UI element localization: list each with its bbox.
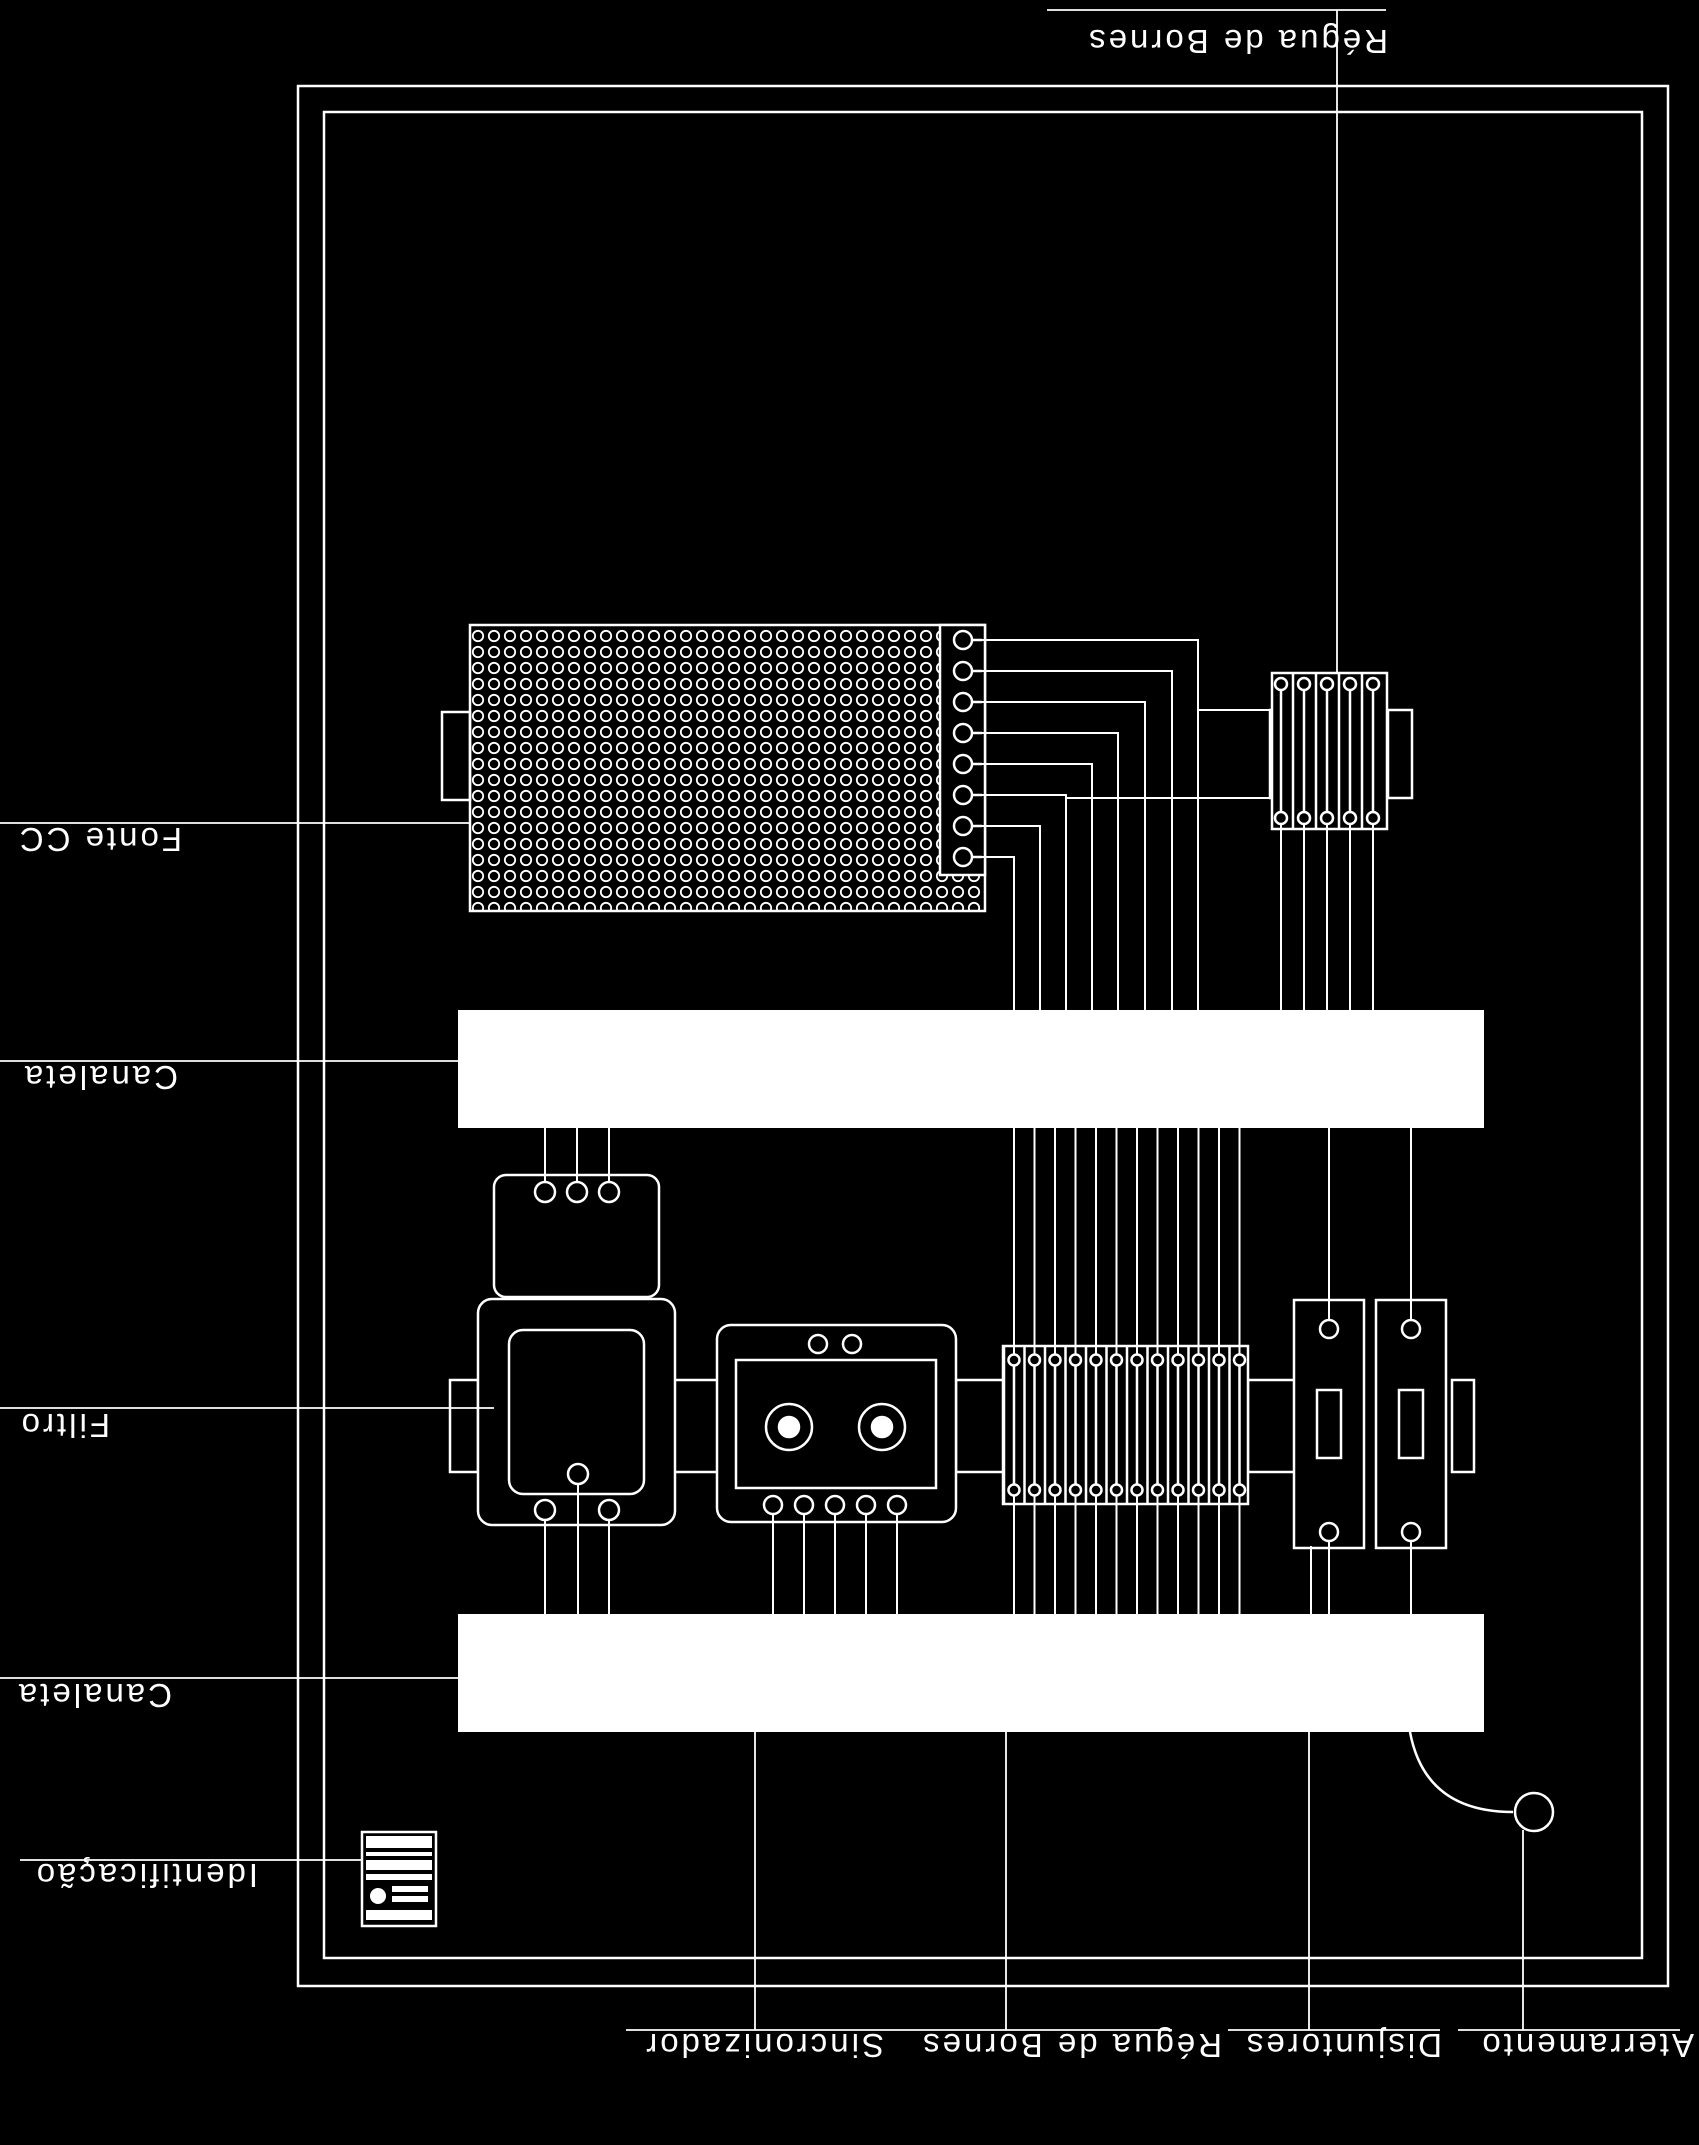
- label-canaleta-upper: Canaleta: [22, 1059, 178, 1096]
- cabinet-inner-frame: [322, 110, 1644, 1960]
- label-sincronizador: Sincronizador: [643, 2027, 884, 2064]
- terminal-top-screw: [1150, 1353, 1165, 1367]
- terminal-top-screw: [1232, 1353, 1247, 1367]
- terminal-bottom-screw: [1191, 1483, 1206, 1497]
- label-regua-bornes-top: Régua de Bornes: [1086, 23, 1388, 60]
- terminal-top-screw: [1212, 1353, 1226, 1367]
- aterramento-ground: [1408, 1731, 1555, 1833]
- label-regua-bornes-bottom: Régua de Bornes: [920, 2027, 1222, 2064]
- terminal-top-screw: [1027, 1353, 1042, 1367]
- terminal-block-middle: [1001, 1344, 1298, 1506]
- canaleta-upper: [458, 1010, 1484, 1128]
- terminal-bottom-screw: [1048, 1483, 1062, 1497]
- terminal-top-screw: [1007, 1353, 1021, 1367]
- canaleta-lower: [458, 1614, 1484, 1732]
- terminal-bottom-screw: [1212, 1483, 1226, 1497]
- terminal-bottom-screw: [1007, 1483, 1021, 1497]
- terminal-bottom-screw: [1130, 1483, 1144, 1497]
- terminal-bottom-screw: [1068, 1483, 1083, 1497]
- terminal-top-screw: [1109, 1353, 1124, 1367]
- label-canaleta-lower: Canaleta: [16, 1677, 172, 1714]
- terminal-top-screw: [1130, 1353, 1144, 1367]
- filtro-filter: [448, 1173, 720, 1527]
- wiring: [544, 639, 1412, 1614]
- label-identificacao: Identificação: [34, 1857, 258, 1894]
- terminal-top-screw: [1048, 1353, 1062, 1367]
- label-filtro: Filtro: [19, 1407, 110, 1444]
- label-disjuntores: Disjuntores: [1244, 2027, 1442, 2064]
- label-fonte-cc: Fonte CC: [17, 821, 182, 858]
- terminal-top-screw: [1171, 1353, 1185, 1367]
- terminal-bottom-screw: [1171, 1483, 1185, 1497]
- terminal-top-screw: [1089, 1353, 1103, 1367]
- terminal-top-screw: [1191, 1353, 1206, 1367]
- terminal-bottom-screw: [1150, 1483, 1165, 1497]
- label-aterramento: Aterramento: [1479, 2027, 1694, 2064]
- fonte-cc-power-supply: [440, 623, 987, 913]
- disjuntores-breakers: [1292, 1298, 1476, 1550]
- fonte-terminals: [952, 629, 982, 868]
- terminal-bottom-screw: [1232, 1483, 1247, 1497]
- identificacao-plate: [360, 1830, 438, 1928]
- terminal-top-screw: [1068, 1353, 1083, 1367]
- terminal-bottom-screw: [1089, 1483, 1103, 1497]
- cabinet-outer-frame: [296, 84, 1670, 1988]
- sincronizador-synchronizer: [715, 1323, 1006, 1524]
- leader-lines: [0, 9, 1680, 2031]
- terminal-bottom-screw: [1027, 1483, 1042, 1497]
- terminal-block-top: [1268, 671, 1414, 831]
- terminal-bottom-screw: [1109, 1483, 1124, 1497]
